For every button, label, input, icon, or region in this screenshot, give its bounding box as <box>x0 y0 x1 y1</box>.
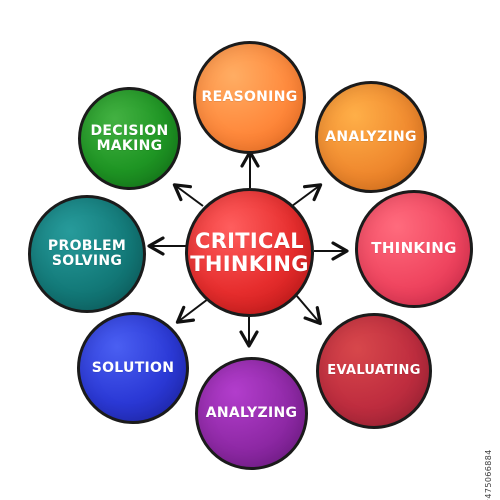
critical-thinking-label: CRITICAL THINKING <box>190 229 309 276</box>
problem-solving-label: PROBLEM SOLVING <box>47 238 127 269</box>
thinking-label: THINKING <box>371 239 457 258</box>
thinking-node: THINKING <box>355 190 473 308</box>
arrow-to-solution <box>175 298 209 324</box>
reasoning-label: REASONING <box>201 89 298 106</box>
analyzing-top-node: ANALYZING <box>315 81 427 193</box>
decision-making-node: DECISION MAKING <box>78 87 181 190</box>
analyzing-top-label: ANALYZING <box>325 128 417 145</box>
analyzing-bottom-node: ANALYZING <box>195 357 308 470</box>
decision-making-label: DECISION MAKING <box>90 122 169 154</box>
solution-node: SOLUTION <box>77 312 189 424</box>
watermark-id: #475066884 <box>482 312 494 500</box>
evaluating-node: EVALUATING <box>316 313 432 429</box>
watermark-id-text: #475066884 <box>483 449 493 500</box>
analyzing-bottom-label: ANALYZING <box>205 405 298 422</box>
evaluating-label: EVALUATING <box>327 363 421 379</box>
arrow-to-evaluating <box>295 294 322 326</box>
solution-label: SOLUTION <box>91 359 175 376</box>
problem-solving-node: PROBLEM SOLVING <box>28 195 146 313</box>
reasoning-node: REASONING <box>193 41 306 154</box>
arrow-to-analyzing-top <box>291 183 323 207</box>
critical-thinking-center-node: CRITICAL THINKING <box>185 188 314 317</box>
arrow-to-decision-making <box>172 183 204 207</box>
